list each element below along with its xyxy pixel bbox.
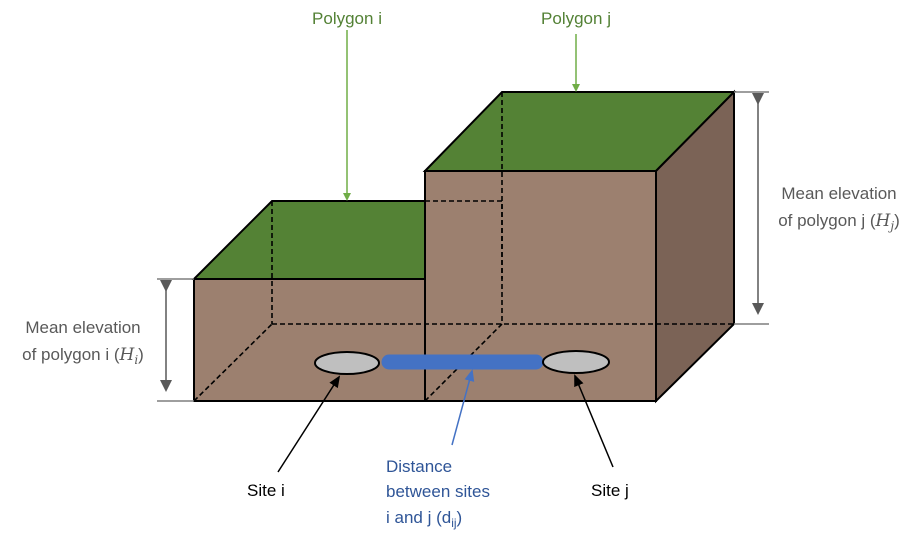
polygon-j-label: Polygon j [541,9,611,28]
polygon-i-label: Polygon i [312,9,382,28]
distance-label-line1: Distance [386,457,452,476]
distance-label-line2: between sites [386,482,490,501]
elevation-i-label-line2: of polygon i (Hi) [22,345,144,367]
site-i-arrow [277,375,341,473]
elevation-j-dimension [734,91,769,325]
polygon-i-block [191,200,426,402]
site-j-arrow [574,374,614,468]
site-i-label: Site i [247,481,285,500]
elevation-j-label-line1: Mean elevation [781,184,896,203]
distance-arrow [451,369,475,446]
site-j-label: Site j [591,481,629,500]
distance-label-line3: i and j (dij) [386,508,462,530]
polygon-i-top [191,200,426,280]
elevation-i-label-line1: Mean elevation [25,318,140,337]
polygon-i-front [193,278,426,402]
site-j-marker [542,350,610,374]
elevation-i-dimension [157,278,194,402]
site-i-marker [314,351,380,375]
hidden-edges [193,92,734,402]
elevation-j-label-line2: of polygon j (Hj) [778,211,900,233]
